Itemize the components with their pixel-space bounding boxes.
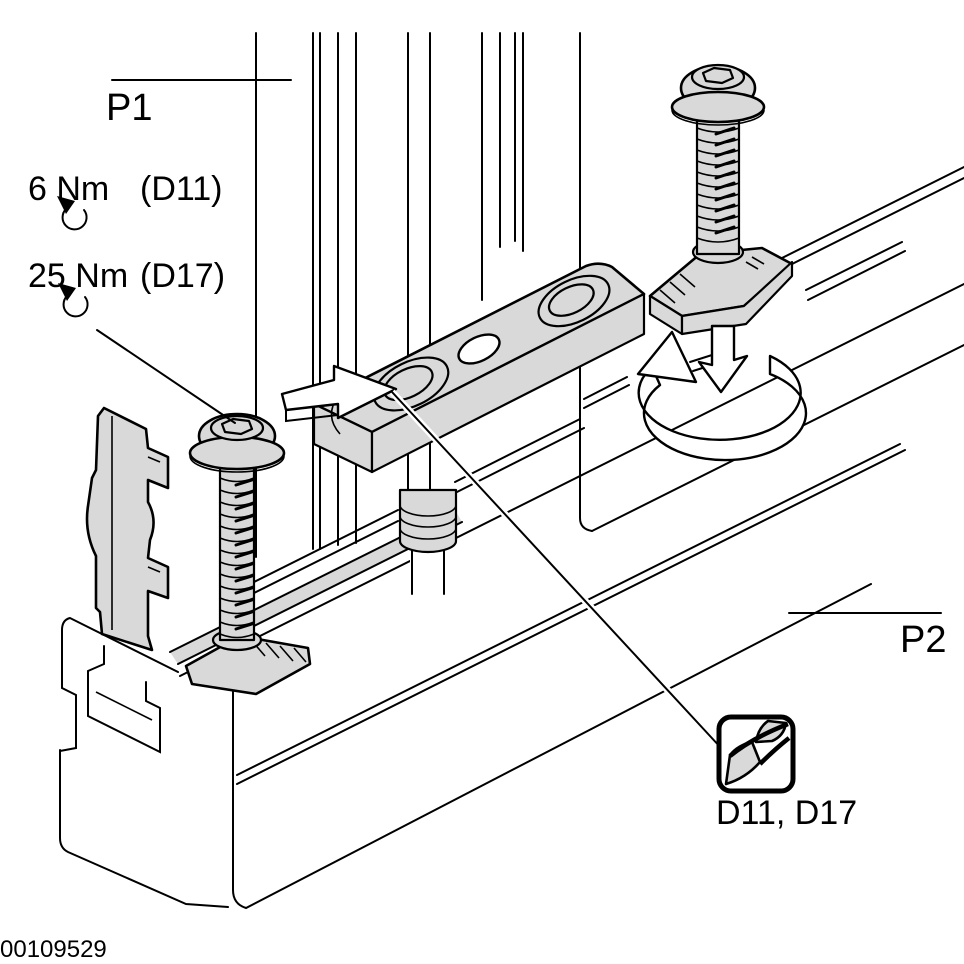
cover-clip bbox=[85, 406, 170, 652]
leader-to-drill-icon bbox=[391, 391, 723, 750]
leader-lines bbox=[96, 79, 942, 752]
torque-arrow-d17-icon bbox=[58, 283, 89, 318]
p1-label: P1 bbox=[106, 87, 152, 129]
hex-socket-icon bbox=[220, 417, 254, 436]
center-hole bbox=[457, 333, 501, 365]
hex-socket-icon bbox=[701, 66, 735, 85]
document-number: 00109529 bbox=[0, 936, 107, 963]
press-down-arrow-icon bbox=[697, 324, 749, 394]
leader-torque-d17 bbox=[96, 329, 236, 424]
rotate-ribbon-arrow-icon bbox=[636, 330, 808, 462]
drill-size-label: D11, D17 bbox=[716, 794, 857, 832]
torque-ref-d11: (D11) bbox=[140, 170, 223, 208]
bracket-pin bbox=[398, 488, 458, 595]
drill-bit-icon bbox=[716, 714, 796, 794]
torque-ref-d17: (D17) bbox=[140, 257, 225, 295]
screw-d17 bbox=[188, 412, 286, 642]
connector-bracket bbox=[312, 262, 646, 474]
torque-value-d17: 25 Nm bbox=[28, 257, 128, 295]
torque-arrow-d11-icon bbox=[57, 196, 88, 231]
screw-d11 bbox=[670, 63, 766, 256]
insert-direction-arrow-icon bbox=[280, 364, 398, 423]
profile-p1 bbox=[255, 32, 593, 558]
counterbore-notch bbox=[537, 274, 611, 328]
p2-label: P2 bbox=[900, 619, 946, 661]
torque-value-d11: 6 Nm bbox=[28, 170, 109, 208]
